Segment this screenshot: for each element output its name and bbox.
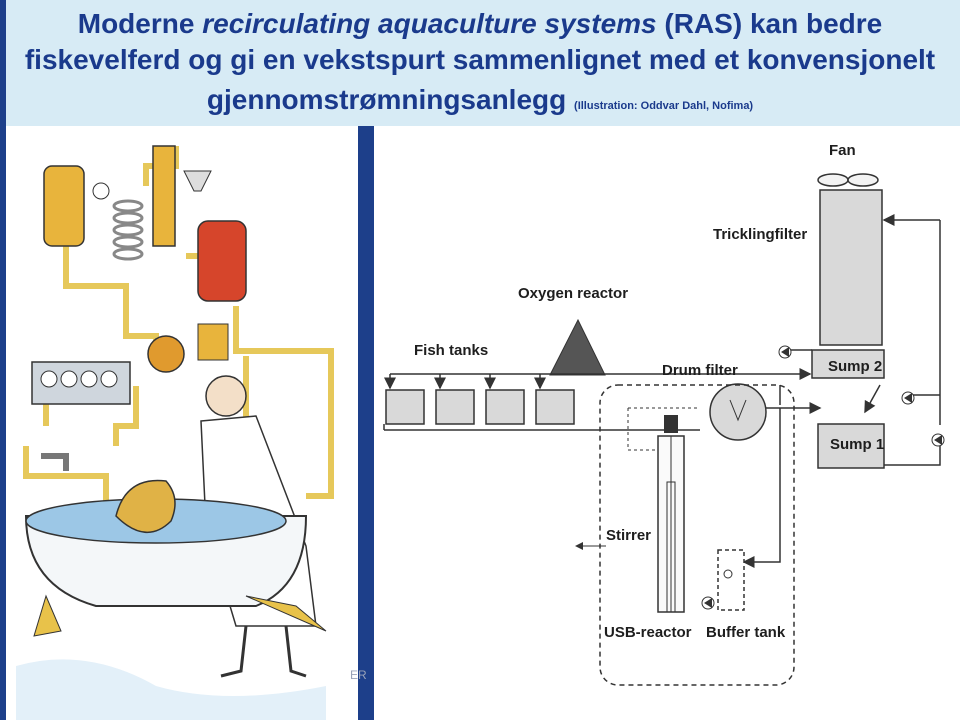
- cartoon-scientist-head: [205, 375, 247, 417]
- usb-reactor-inner: [666, 481, 676, 613]
- label-tricklingfilter: Tricklingfilter: [713, 226, 807, 243]
- pump-icon-3-arrow: [934, 435, 942, 445]
- illustration-credit: (Illustration: Oddvar Dahl, Nofima): [574, 100, 754, 112]
- title-line-2: fiskevelferd og gi en vekstspurt sammenl…: [24, 44, 936, 75]
- title-prefix: Moderne: [77, 8, 203, 39]
- title-suffix: (RAS) kan bedre: [656, 8, 883, 39]
- label-buffer-tank: Buffer tank: [706, 624, 786, 641]
- ras-schematic: Fan Tricklingfilter Sump 2 Sump 1 Oxygen…: [374, 126, 960, 720]
- blue-divider-panel: [358, 126, 374, 720]
- label-fish-tanks: Fish tanks: [414, 342, 488, 359]
- label-fan: Fan: [829, 142, 856, 159]
- cartoon-faucet: [41, 453, 69, 471]
- cartoon-coil: [112, 199, 144, 261]
- cartoon-tub-feet: [33, 594, 327, 637]
- drum-filter-funnel: [729, 399, 747, 422]
- sump-2: [811, 349, 885, 379]
- oxygen-reactor: [549, 318, 606, 376]
- pump-icon-2-arrow: [904, 393, 912, 403]
- cartoon-dial-2: [60, 370, 78, 388]
- ras-schematic-svg: Fan Tricklingfilter Sump 2 Sump 1 Oxygen…: [383, 142, 945, 686]
- left-accent-strip: [0, 0, 6, 720]
- cartoon-dial-1: [40, 370, 58, 388]
- pump-icons: [701, 345, 945, 610]
- cartoon-column: [152, 145, 176, 247]
- title-band: [0, 0, 960, 126]
- trickling-filter: [819, 189, 883, 346]
- label-drum-filter: Drum filter: [662, 362, 738, 379]
- fish-tank-3: [485, 389, 525, 425]
- cartoon-dial-4: [100, 370, 118, 388]
- cartoon-red-tank: [197, 220, 247, 302]
- label-sump1: Sump 1: [830, 436, 884, 453]
- title-italic: recirculating aquaculture systems: [202, 8, 657, 39]
- label-usb-reactor: USB-reactor: [604, 624, 692, 641]
- footer-fragment: ER: [350, 668, 367, 682]
- buffer-tank: [717, 549, 745, 611]
- cartoon-funnel: [183, 170, 212, 192]
- cartoon-spilled-water: [16, 659, 326, 720]
- dotted-pipe: [627, 407, 700, 451]
- title-line-1: Moderne recirculating aquaculture system…: [0, 8, 960, 40]
- usb-reactor-motor: [664, 415, 678, 433]
- cartoon-fish: [115, 479, 176, 534]
- fish-tank-1: [385, 389, 425, 425]
- title-line-3: gjennomstrømningsanlegg (Illustration: O…: [0, 84, 960, 116]
- cartoon-box: [197, 323, 229, 361]
- label-oxygen-reactor: Oxygen reactor: [518, 285, 628, 302]
- cartoon-scientist-legs: [220, 625, 307, 678]
- cartoon-tank-left: [43, 165, 85, 247]
- title-line-3-text: gjennomstrømningsanlegg: [206, 84, 567, 115]
- cartoon-gauge: [92, 182, 110, 200]
- cartoon-svg: [16, 145, 334, 720]
- label-stirrer: Stirrer: [606, 527, 651, 544]
- cartoon-dial-3: [80, 370, 98, 388]
- schematic-pipes: [383, 214, 941, 568]
- sump-1: [817, 423, 885, 469]
- fish-tank-2: [435, 389, 475, 425]
- fish-tanks: [385, 389, 575, 425]
- pump-icon-1-arrow: [781, 347, 789, 357]
- cartoon-illustration: [6, 126, 358, 720]
- pump-icon-4-arrow: [704, 598, 712, 608]
- buffer-tank-valve: [723, 569, 733, 579]
- label-sump2: Sump 2: [828, 358, 882, 375]
- fan-icon: [817, 173, 879, 187]
- biofilter-boundary: [599, 384, 795, 686]
- drum-filter: [709, 383, 767, 441]
- cartoon-flask: [147, 335, 185, 373]
- fish-tank-4: [535, 389, 575, 425]
